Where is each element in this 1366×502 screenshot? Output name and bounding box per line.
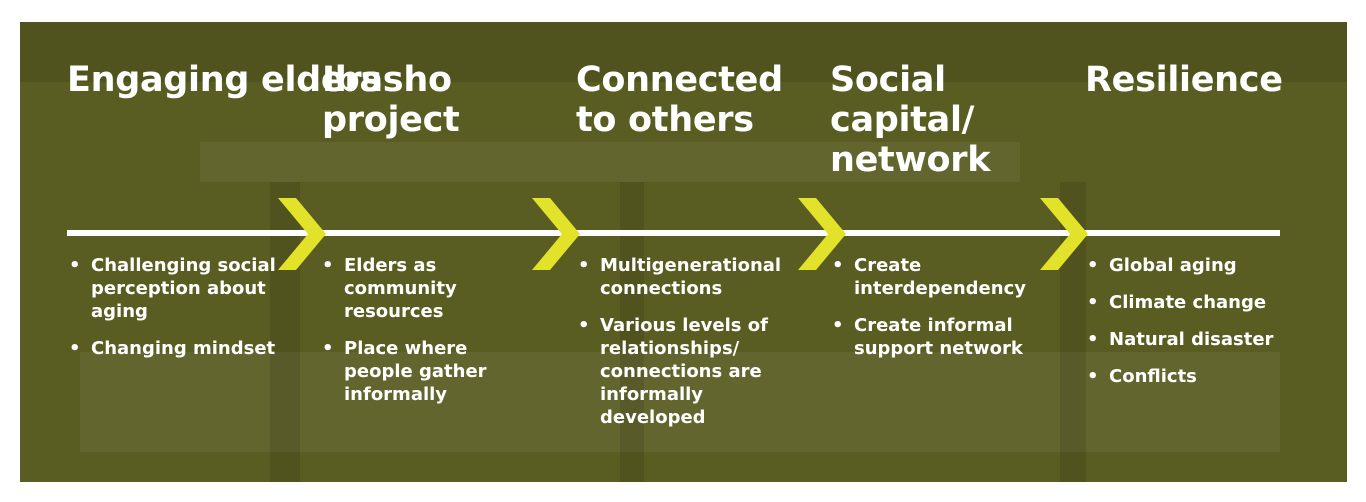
timeline-line [67,230,1280,236]
chevron-right-icon [1040,198,1088,270]
column-title-connected: Connected to others [576,60,783,140]
list-item: Challenging social perception about agin… [67,254,295,323]
list-item: Create interdependency [830,254,1056,300]
list-item: Natural disaster [1085,328,1321,351]
column-list-social-capital: Create interdependency Create informal s… [830,254,1056,374]
list-item: Climate change [1085,291,1321,314]
column-list-ibasho-project: Elders as community resources Place wher… [320,254,506,420]
column-title-engaging-elders: Engaging elders [67,60,382,100]
column-title-social-capital: Social capital/ network [830,60,991,180]
list-item: Various levels of relationships/ connect… [576,314,798,429]
list-item: Changing mindset [67,337,295,360]
column-title-ibasho-project: Ibasho project [322,60,460,140]
column-list-connected: Multigenerational connections Various le… [576,254,798,443]
list-item: Global aging [1085,254,1321,277]
list-item: Conflicts [1085,365,1321,388]
background-beam [200,142,1020,182]
chevron-right-icon [532,198,580,270]
chevron-right-icon [798,198,846,270]
list-item: Create informal support network [830,314,1056,360]
chevron-right-icon [278,198,326,270]
list-item: Elders as community resources [320,254,506,323]
column-list-resilience: Global aging Climate change Natural disa… [1085,254,1321,402]
list-item: Place where people gather informally [320,337,506,406]
list-item: Multigenerational connections [576,254,798,300]
column-title-resilience: Resilience [1085,60,1283,100]
diagram-panel: Engaging elders Ibasho project Connected… [20,22,1347,482]
background-shade [20,22,1347,82]
column-list-engaging-elders: Challenging social perception about agin… [67,254,295,374]
